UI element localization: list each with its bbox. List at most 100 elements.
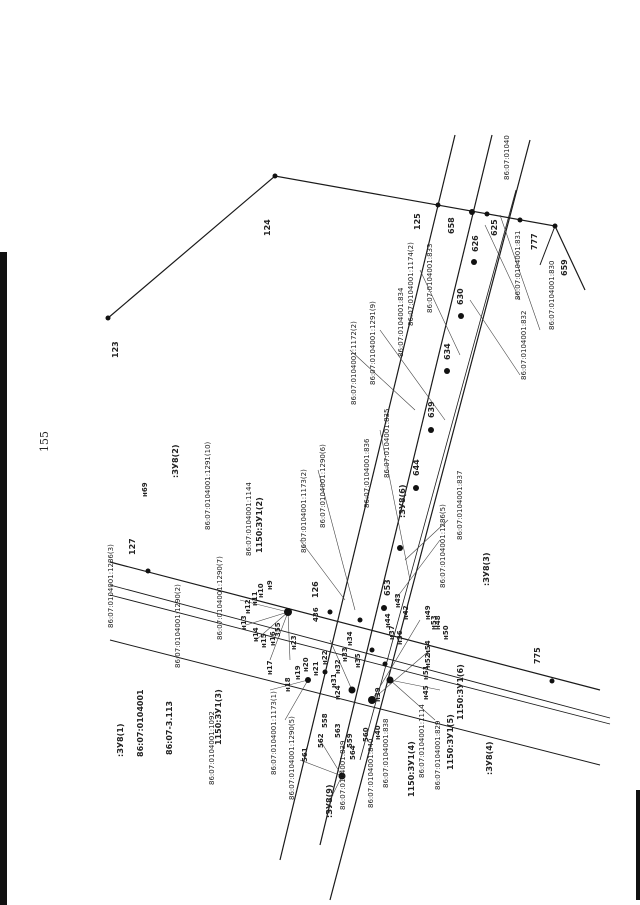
node-label: н37 xyxy=(388,625,396,640)
survey-point xyxy=(338,772,346,780)
node-label: н22 xyxy=(321,650,329,665)
survey-point xyxy=(386,676,394,684)
point-label: 777 xyxy=(530,233,539,250)
point-label: 625 xyxy=(490,219,499,236)
node-label: н48 xyxy=(434,615,442,630)
point-label: 626 xyxy=(471,235,480,252)
survey-point xyxy=(381,605,387,611)
parcel-label: 86:07:0104001:1174(2) xyxy=(407,242,415,326)
zone-label: :ЗУ8(6) xyxy=(398,485,407,519)
survey-point xyxy=(552,223,558,229)
node-label: н33 xyxy=(341,647,349,662)
point-label: 564 xyxy=(349,745,357,760)
node-label: н24 xyxy=(334,685,342,700)
quarter-label: 86:07:0104001 xyxy=(136,689,145,757)
zone-label: 1150:ЗУ1(5) xyxy=(446,714,455,770)
survey-point xyxy=(469,209,475,215)
node-label: н50 xyxy=(442,625,450,640)
boundary-line xyxy=(279,134,456,861)
zone-label: :ЗУ8(1) xyxy=(116,724,125,758)
point-label: 561 xyxy=(301,747,309,762)
callout-line xyxy=(299,539,346,601)
point-label: 630 xyxy=(456,288,465,305)
node-label: н52 xyxy=(424,653,432,668)
parcel-label: 86:07:0104001:830 xyxy=(548,261,556,330)
callout-line xyxy=(269,611,289,661)
callout-line xyxy=(329,775,343,801)
zone-label: :ЗУ8(3) xyxy=(482,553,491,587)
point-label: 634 xyxy=(443,343,452,360)
scan-edge-left xyxy=(0,252,7,905)
parcel-label: 86:07:0104001:1290(7) xyxy=(216,556,224,640)
node-label: н19 xyxy=(294,665,302,680)
node-label: н23 xyxy=(290,635,298,650)
survey-point xyxy=(471,259,477,265)
callout-line xyxy=(329,639,353,691)
node-label: н35 xyxy=(354,653,362,668)
parcel-label: 86:07:0104001:1173(1) xyxy=(270,691,278,775)
node-label: н53 xyxy=(430,615,438,630)
zone-label: :ЗУ8(4) xyxy=(485,742,494,776)
survey-point xyxy=(348,686,356,694)
node-label: н15 xyxy=(260,633,268,648)
point-label: 559 xyxy=(346,733,354,748)
zone-label: 1150:ЗУ1(3) xyxy=(214,689,223,745)
node-label: н39 xyxy=(374,687,382,702)
callout-line xyxy=(255,611,289,641)
point-label: 658 xyxy=(447,217,456,234)
node-label: н21 xyxy=(312,661,320,676)
point-label: 436 xyxy=(312,607,320,622)
node-label: н9 xyxy=(266,580,274,590)
parcel-label: 86:07:0104001:834 xyxy=(397,287,405,357)
boundary-line xyxy=(109,584,611,719)
callout-line xyxy=(299,759,343,777)
parcel-label: 86:07:0104001:840 xyxy=(367,739,375,808)
parcel-label: 86:07:0104001:837 xyxy=(456,471,464,540)
quarter-label: 86:07-3.113 xyxy=(165,701,174,755)
survey-point xyxy=(484,211,490,217)
point-label: 560 xyxy=(362,727,370,742)
parcel-label: 86:07:0104001:832 xyxy=(520,311,528,380)
parcel-label: 86:07:0104001:831 xyxy=(514,231,522,300)
survey-point xyxy=(272,173,278,179)
point-label: 126 xyxy=(311,581,320,598)
callout-lines xyxy=(239,214,541,801)
parcel-label: 86:07:0104001:1114 xyxy=(418,704,426,778)
parcel-label: 86:07:0104001:1286(3) xyxy=(107,544,115,628)
node-label: н13 xyxy=(240,615,248,630)
callout-line xyxy=(419,269,461,356)
node-label: н49 xyxy=(424,605,432,620)
callout-line xyxy=(317,469,356,611)
point-label: 775 xyxy=(533,647,542,664)
node-label: н51 xyxy=(422,665,430,680)
point-label: 639 xyxy=(427,401,436,418)
callout-line xyxy=(379,329,446,421)
point-label: 125 xyxy=(413,213,422,230)
parcel-label: 86:07:0104001:1144 xyxy=(245,482,253,556)
survey-point xyxy=(397,545,403,551)
survey-point xyxy=(145,568,151,574)
callout-line xyxy=(379,429,411,581)
node-label: н17 xyxy=(266,660,274,675)
callout-line xyxy=(389,679,441,691)
boundary-line xyxy=(319,134,493,846)
callout-line xyxy=(371,649,431,701)
parcel-label: 86:07:0104001:838 xyxy=(382,719,390,788)
node-label: н32 xyxy=(334,659,342,674)
node-label: н42 xyxy=(402,605,410,620)
point-label: 124 xyxy=(263,219,272,236)
point-label: 644 xyxy=(412,459,421,476)
point-label: 558 xyxy=(321,713,329,728)
callout-line xyxy=(499,214,541,331)
zone-label: 1150:ЗУ1(2) xyxy=(255,497,264,553)
zone-label: 1150:ЗУ1(4) xyxy=(407,741,416,797)
survey-point xyxy=(458,313,464,319)
point-label: 562 xyxy=(317,733,325,748)
parcel-label: 86:07:0104001:1290(6) xyxy=(319,444,327,528)
node-label: н14 xyxy=(252,627,260,642)
node-label: н40 xyxy=(374,725,382,740)
parcel-label: 86:07:0104001:835 xyxy=(383,409,391,478)
node-label: н54 xyxy=(424,640,432,655)
node-label: н43 xyxy=(394,593,402,608)
